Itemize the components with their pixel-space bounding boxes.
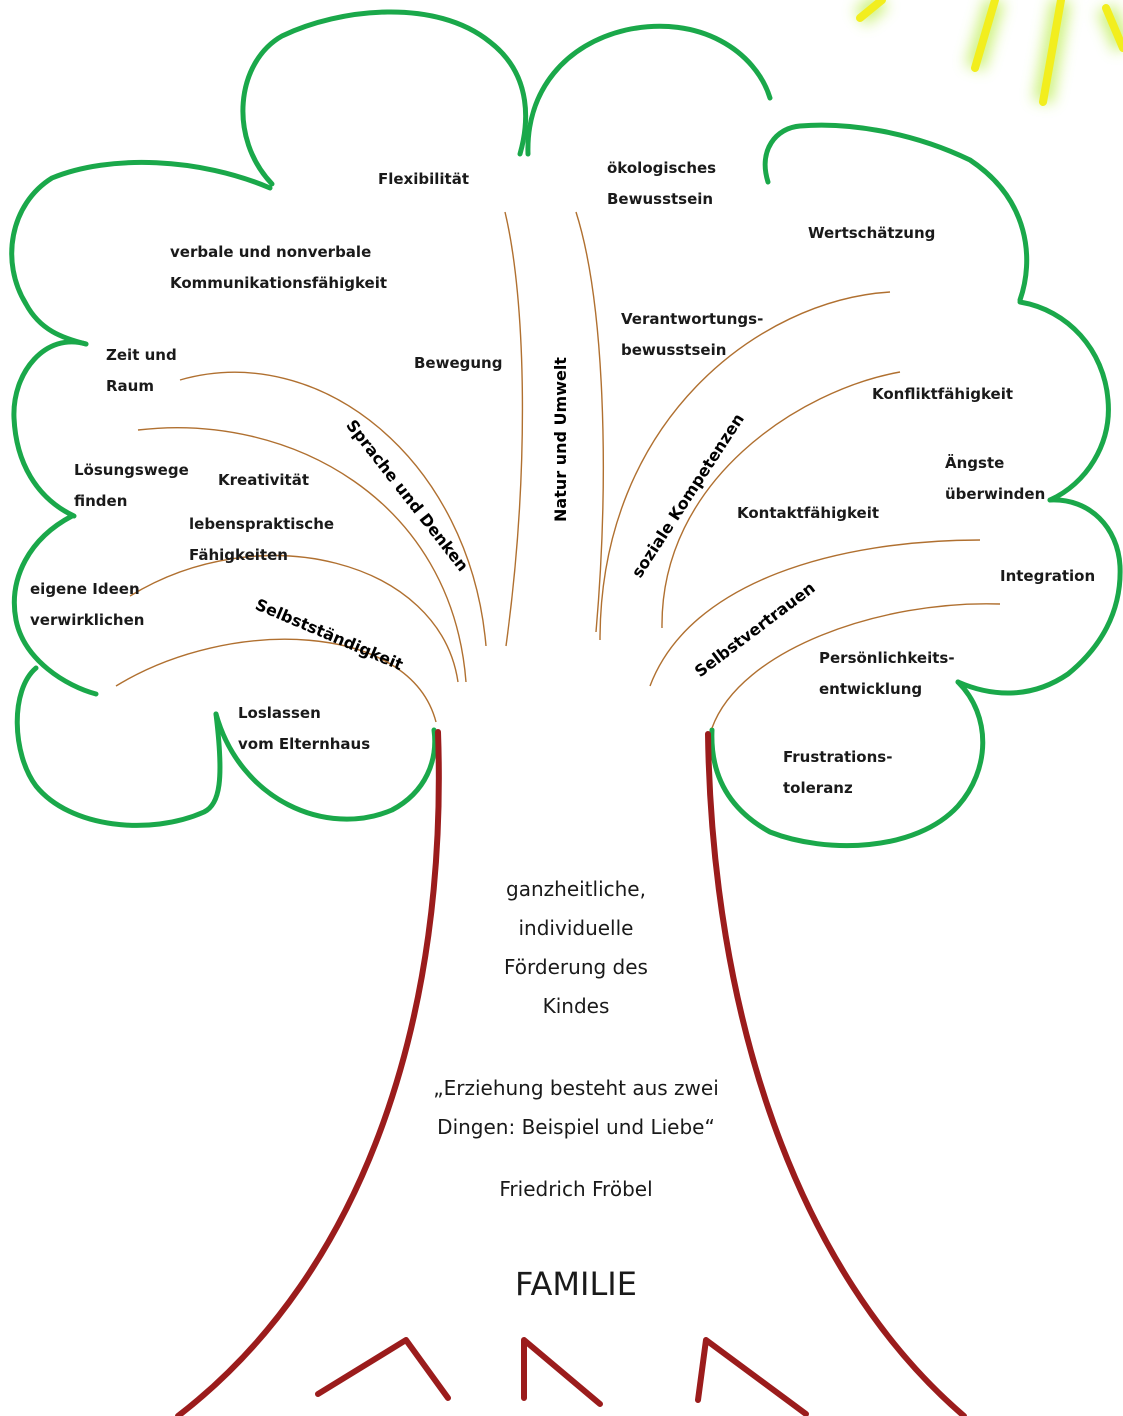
label-lebenspraktisch: lebenspraktische Fähigkeiten <box>189 515 335 564</box>
label-wertschaetzung: Wertschätzung <box>808 224 936 242</box>
label-frustrationstoleranz: Frustrations- toleranz <box>783 748 893 797</box>
label-loslassen: Loslassen vom Elternhaus <box>238 704 371 753</box>
label-loesungswege: Lösungswege finden <box>74 461 189 510</box>
label-kommunikation: verbale und nonverbale Kommunikationsfäh… <box>170 243 388 292</box>
sun-rays-icon <box>853 0 1123 106</box>
label-eigene-ideen: eigene Ideen verwirklichen <box>30 580 145 629</box>
label-oekologisches-bewusstsein: ökologisches Bewusstsein <box>607 159 717 208</box>
label-flexibilitaet: Flexibilität <box>378 170 470 188</box>
label-bewegung: Bewegung <box>414 354 503 372</box>
trunk-goal-text: ganzheitliche, individuelle Förderung de… <box>504 877 648 1018</box>
label-integration: Integration <box>1000 567 1096 585</box>
tree-branches <box>115 211 1001 729</box>
label-aengste-ueberwinden: Ängste überwinden <box>945 454 1046 503</box>
trunk-quote: „Erziehung besteht aus zwei Dingen: Beis… <box>433 1076 719 1139</box>
label-persoenlichkeitsentwicklung: Persönlichkeits- entwicklung <box>819 649 955 698</box>
label-kreativitaet: Kreativität <box>218 471 310 489</box>
label-kontaktfaehigkeit: Kontaktfähigkeit <box>737 504 880 522</box>
trunk-quote-author: Friedrich Fröbel <box>499 1177 653 1201</box>
tree-crown <box>9 9 1123 849</box>
tree-trunk <box>175 729 967 1416</box>
label-konfliktfaehigkeit: Konfliktfähigkeit <box>872 385 1014 403</box>
trunk-root-label: FAMILIE <box>515 1265 637 1303</box>
label-zeit-und-raum: Zeit und Raum <box>106 346 177 395</box>
category-natur-und-umwelt: Natur und Umwelt <box>550 357 570 522</box>
label-verantwortung: Verantwortungs- bewusstsein <box>621 310 764 359</box>
